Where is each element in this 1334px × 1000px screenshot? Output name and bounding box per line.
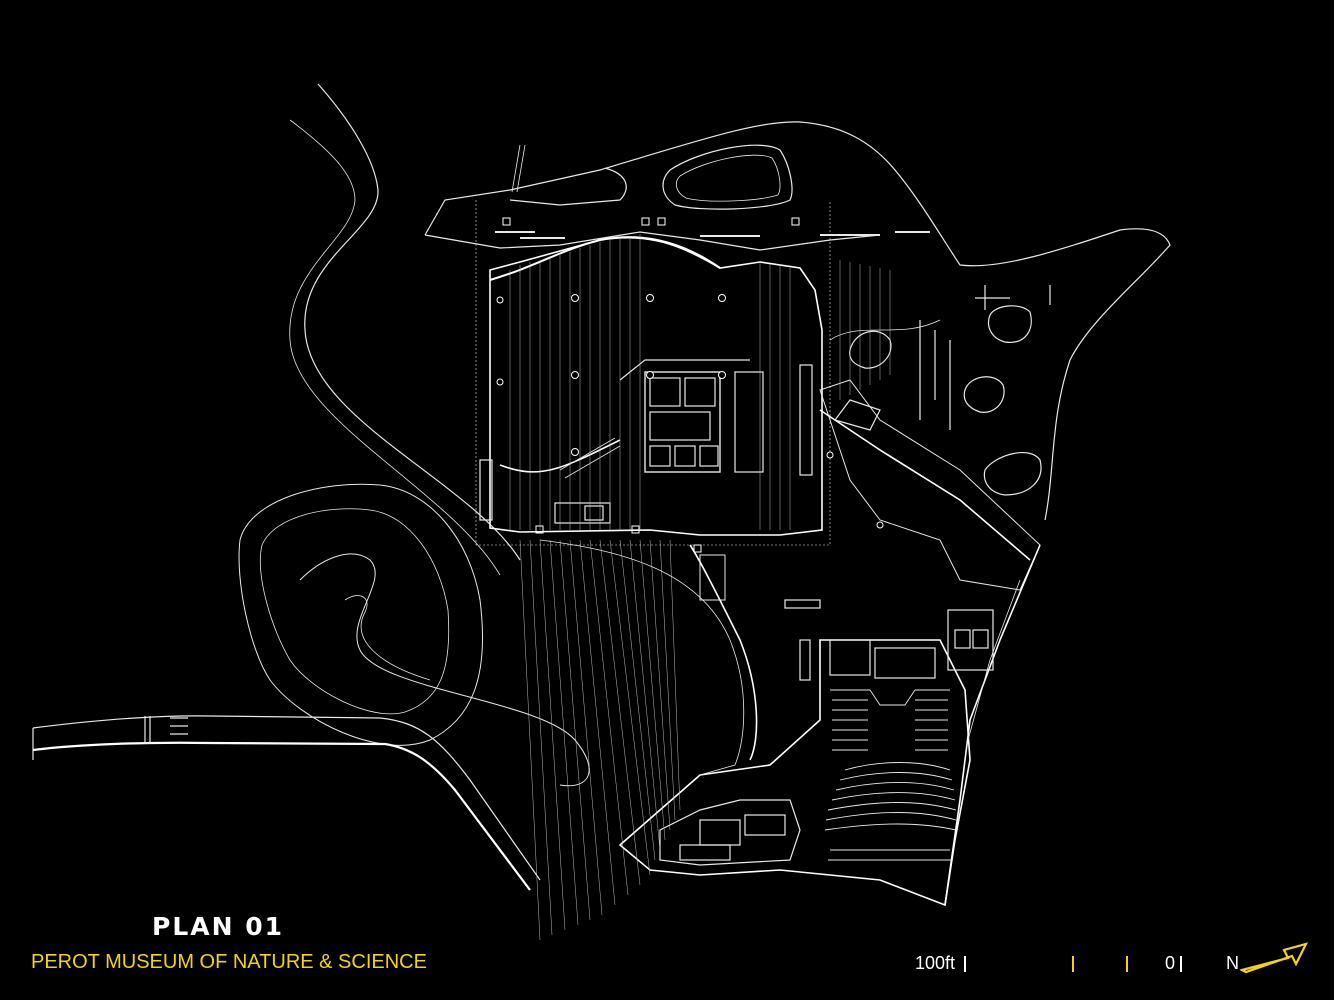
- access-road-inner: [289, 119, 501, 576]
- pedestrian-bridge: [32, 715, 541, 881]
- ramp-loop-mid: [259, 508, 450, 715]
- east-wing: [819, 379, 1041, 591]
- access-road-outer: [304, 83, 521, 561]
- museum-name: PEROT MUSEUM OF NATURE & SCIENCE: [31, 951, 427, 973]
- scale-tick: [1072, 956, 1074, 972]
- plaza-curve-path: [689, 544, 758, 761]
- scale-label-100ft: 100ft: [915, 953, 956, 973]
- planter-blob-1: [849, 330, 892, 369]
- core-block: [644, 371, 721, 473]
- scale-tick: [1180, 956, 1182, 972]
- site-boundary-north: [424, 121, 1171, 521]
- ramp-loop-outer: [238, 483, 483, 746]
- north-label: N: [1226, 953, 1239, 973]
- south-wing-outline: [618, 639, 971, 907]
- planter-blob-4: [983, 451, 1042, 496]
- scale-label-0: 0: [1165, 953, 1176, 973]
- plan-title: PLAN 01: [152, 912, 285, 941]
- scale-tick: [964, 956, 966, 972]
- scale-tick: [1126, 956, 1128, 972]
- planter-blob-2: [963, 376, 1005, 413]
- ramp-switchback: [299, 553, 590, 787]
- north-arrow-icon: [1240, 942, 1309, 974]
- auditorium-seating: [824, 689, 957, 861]
- north-parking-loop: [662, 144, 793, 210]
- plaza-paving-lines: [509, 234, 891, 941]
- site-furniture: [502, 217, 800, 553]
- planter-blob-3: [987, 305, 1032, 343]
